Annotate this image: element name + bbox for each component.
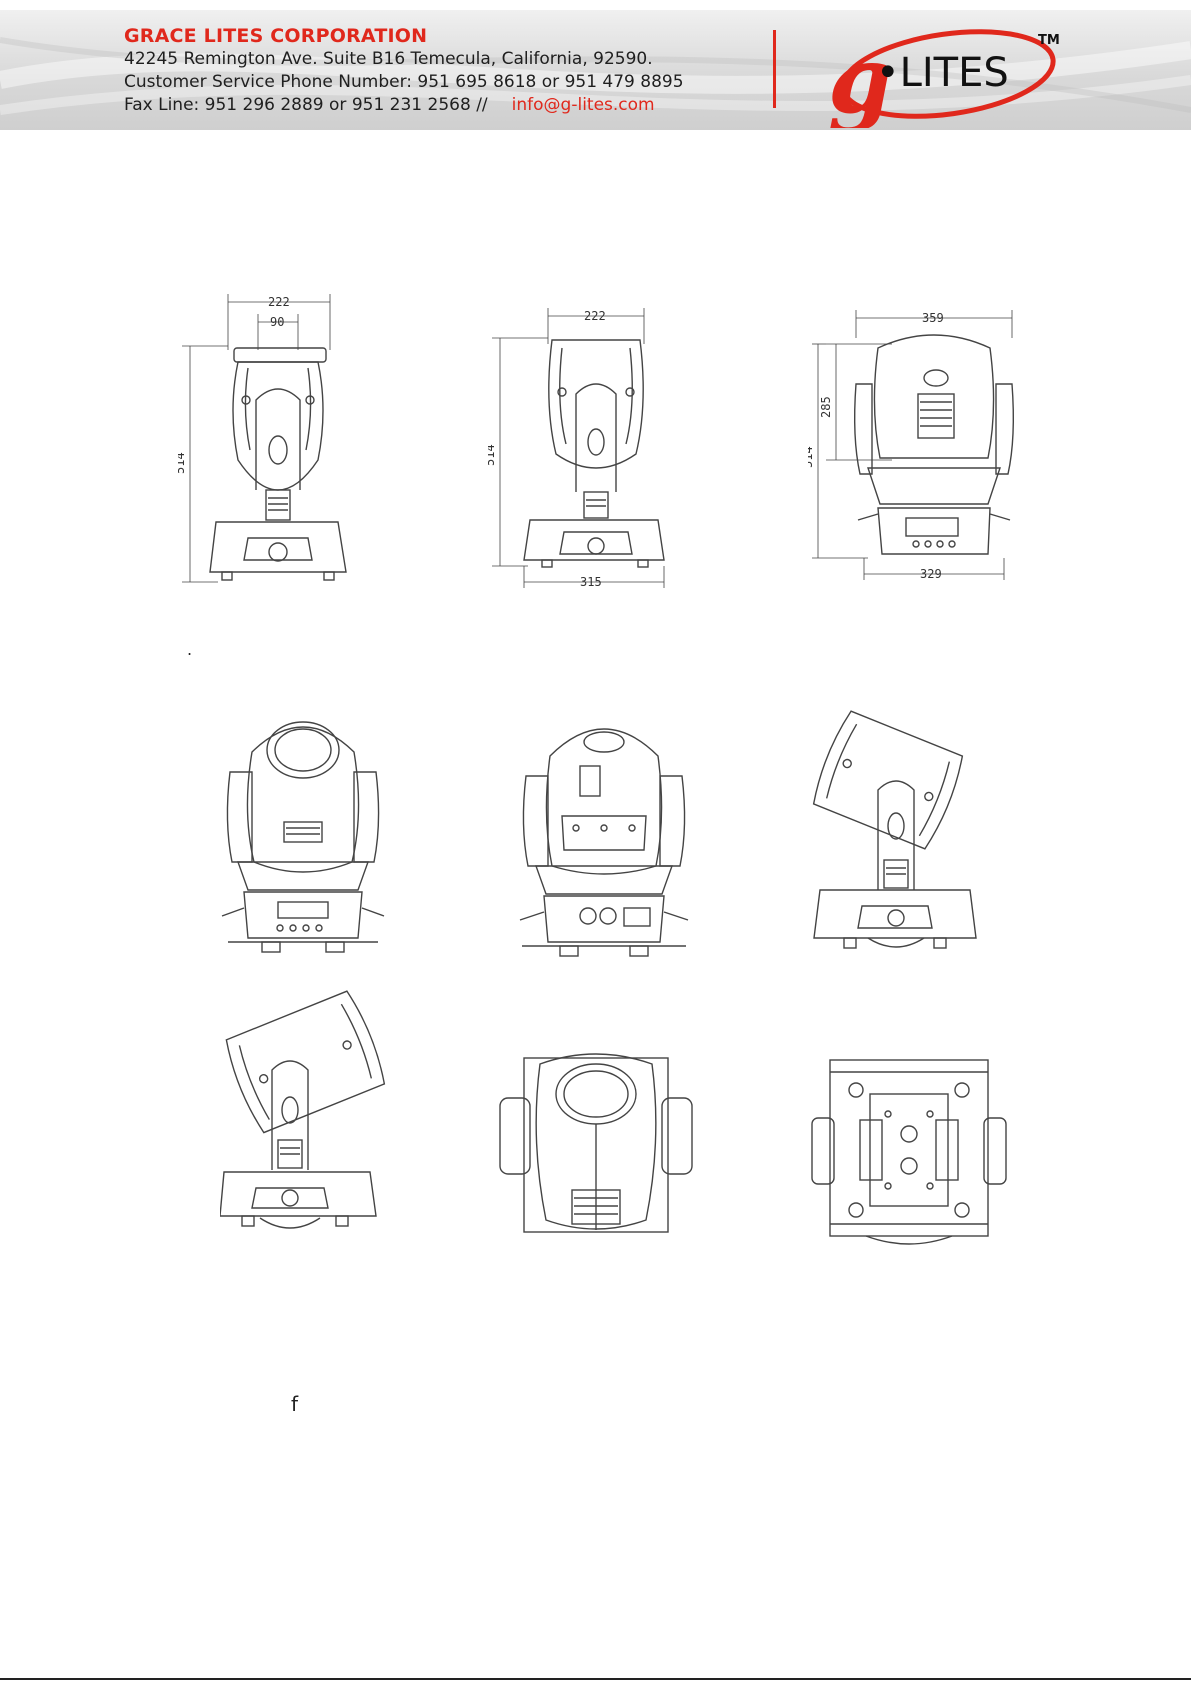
letterhead-banner: GRACE LITES CORPORATION 42245 Remington … <box>0 10 1191 130</box>
stray-letter: f <box>291 1392 298 1416</box>
rear-view-drawing <box>516 716 692 966</box>
front-view-drawing <box>218 712 388 962</box>
footer-rule <box>0 1678 1191 1680</box>
company-email[interactable]: info@g-lites.com <box>512 95 655 115</box>
front-height-label: 514 <box>178 452 187 474</box>
front-lens-label: 90 <box>270 315 284 329</box>
company-fax-line: Fax Line: 951 296 2889 or 951 231 2568 /… <box>124 94 684 117</box>
side-width-label: 222 <box>584 309 606 323</box>
rear-dimension-drawing: 359 285 514 329 <box>808 308 1018 598</box>
side-height-label: 514 <box>488 444 497 466</box>
side-dimension-drawing: 222 514 315 <box>488 304 678 594</box>
tilted-side-view-drawing <box>808 710 988 960</box>
header-divider <box>773 30 776 108</box>
logo-trademark: TM <box>1038 33 1060 48</box>
rear-width-label: 359 <box>922 311 944 325</box>
company-fax: Fax Line: 951 296 2889 or 951 231 2568 /… <box>124 95 488 115</box>
top-view-drawing <box>496 1050 696 1240</box>
tilted-side-view-2-drawing <box>220 990 390 1240</box>
bottom-view-drawing <box>806 1054 1012 1250</box>
g-lites-logo: g •LITES TM <box>820 24 1070 128</box>
front-width-label: 222 <box>268 295 290 309</box>
company-info: GRACE LITES CORPORATION 42245 Remington … <box>124 24 684 117</box>
company-name: GRACE LITES CORPORATION <box>124 24 684 48</box>
rear-height-label: 514 <box>808 446 815 468</box>
rear-base-label: 329 <box>920 567 942 581</box>
rear-upper-label: 285 <box>819 396 833 418</box>
logo-wordmark: •LITES <box>876 50 1009 96</box>
company-address: 42245 Remington Ave. Suite B16 Temecula,… <box>124 48 684 71</box>
stray-dot: . <box>187 640 192 659</box>
front-dimension-drawing: 222 90 514 <box>178 290 358 590</box>
company-phone: Customer Service Phone Number: 951 695 8… <box>124 71 684 94</box>
side-base-label: 315 <box>580 575 602 589</box>
